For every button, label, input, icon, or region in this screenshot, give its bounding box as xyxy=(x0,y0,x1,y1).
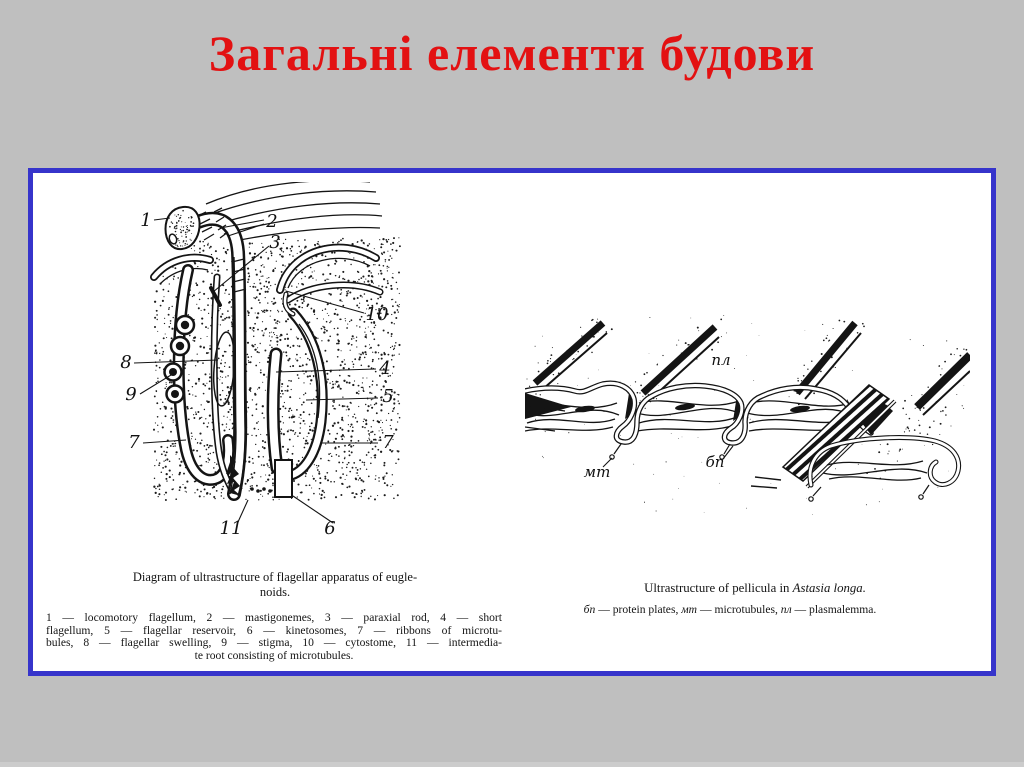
figure-label-мт: мт xyxy=(584,463,611,481)
right-caption-text: Ultrastructure of pellicula in xyxy=(644,581,793,595)
locomotory-flagellum xyxy=(191,211,248,501)
figure-label-5: 5 xyxy=(382,386,393,407)
protein-plate-ladder xyxy=(781,384,897,489)
legend-text: — microtubules, xyxy=(697,603,781,616)
leader-line xyxy=(285,290,365,314)
left-figure-illustration: 1 23 10 8 9 4 5 7 7 11 6 xyxy=(120,182,401,539)
legend-line: te root consisting of microtubules. xyxy=(194,648,354,662)
right-figure-illustration: пл мт бп xyxy=(525,315,970,515)
right-caption-species: Astasia longa. xyxy=(792,581,866,595)
leader-line xyxy=(139,374,172,395)
legend-abbr: пл xyxy=(780,603,792,616)
intermediate-root xyxy=(226,455,272,496)
left-figure-caption: Diagram of ultrastructure of flagellar a… xyxy=(50,570,500,600)
leader-line xyxy=(227,223,265,237)
figure-label-бп: бп xyxy=(706,453,725,471)
leader-line xyxy=(602,457,613,468)
right-figure-legend: бп — protein plates, мт — microtubules, … xyxy=(520,603,940,616)
leader-line xyxy=(219,219,265,229)
figure-label-пл: пл xyxy=(711,351,730,369)
left-figure-legend: 1 — locomotory flagellum, 2 — mastigonem… xyxy=(46,611,502,662)
left-figure-labels: 1 23 10 8 9 4 5 7 7 11 6 xyxy=(120,210,394,539)
figure-label-7: 7 xyxy=(382,432,394,453)
flagellar-swelling xyxy=(212,331,236,407)
microtubule-fibers xyxy=(525,393,857,432)
kinetosome-rod xyxy=(274,459,293,498)
leader-line xyxy=(305,397,379,401)
short-flagellum xyxy=(266,347,284,475)
leader-line xyxy=(292,495,334,524)
cytostome-hook xyxy=(276,243,384,317)
figure-label-10: 10 xyxy=(366,304,389,325)
leader-line xyxy=(722,445,734,460)
figure-label-2: 2 xyxy=(265,211,277,232)
leader-line xyxy=(237,499,249,523)
flagellar-tip-bulb xyxy=(164,206,229,250)
right-figure-caption: Ultrastructure of pellicula in Astasia l… xyxy=(545,581,965,596)
legend-abbr: мт xyxy=(681,603,698,616)
left-caption-line1: Diagram of ultrastructure of flagellar a… xyxy=(132,570,418,584)
figure-label-7: 7 xyxy=(128,432,140,453)
plasmalemma-membrane xyxy=(525,380,874,460)
figure-label-11: 11 xyxy=(220,518,243,539)
right-figure-labels: пл мт бп xyxy=(584,351,734,481)
slide-title: Загальні елементи будови xyxy=(208,25,816,81)
slide-bottom-strip xyxy=(0,762,1024,767)
leader-line xyxy=(142,439,187,444)
legend-text: — plasmalemma. xyxy=(791,603,877,616)
neck-hatching xyxy=(197,207,229,241)
leader-line xyxy=(133,359,219,364)
figure-label-1: 1 xyxy=(140,210,151,231)
leader-line xyxy=(212,245,270,293)
figure-label-6: 6 xyxy=(324,518,335,539)
legend-text: — protein plates, xyxy=(595,603,682,616)
legend-line: flagellum, 5 — flagellar reservoir, 6 — … xyxy=(46,623,502,637)
reservoir-inner-channel xyxy=(209,273,235,492)
left-caption-line2: noids. xyxy=(259,585,291,599)
figure-label-9: 9 xyxy=(125,384,136,405)
leader-line xyxy=(275,368,377,373)
legend-abbr: бп xyxy=(583,603,596,616)
leader-line xyxy=(153,217,171,221)
lower-pellicle-tier xyxy=(750,435,962,502)
figure-label-4: 4 xyxy=(378,358,390,379)
legend-line: bules, 8 — flagellar swelling, 9 — stigm… xyxy=(46,636,502,650)
figure-label-3: 3 xyxy=(269,232,280,253)
mastigonemes-hairs xyxy=(205,182,383,243)
reservoir-right-band xyxy=(282,307,328,482)
legend-line: 1 — locomotory flagellum, 2 — mastigonem… xyxy=(46,611,502,624)
figure-label-8: 8 xyxy=(120,352,131,373)
